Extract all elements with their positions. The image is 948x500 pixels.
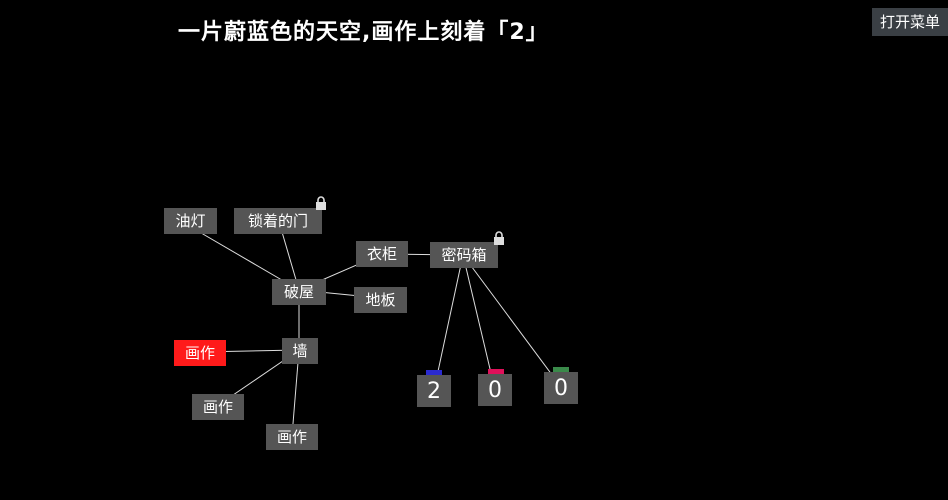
node-painting-selected[interactable]: 画作	[174, 340, 226, 366]
node-painting[interactable]: 画作	[266, 424, 318, 450]
lock-icon	[494, 231, 504, 245]
node-code-box[interactable]: 密码箱	[430, 242, 498, 268]
code-digit-2[interactable]: 0	[478, 374, 512, 406]
code-digit-3[interactable]: 0	[544, 372, 578, 404]
link-box-digit3	[462, 254, 562, 388]
node-locked-door[interactable]: 锁着的门	[234, 208, 322, 234]
page-title: 一片蔚蓝色的天空,画作上刻着「2」	[178, 20, 549, 45]
open-menu-button[interactable]: 打开菜单	[872, 8, 948, 36]
link-box-digit1	[433, 254, 464, 391]
node-ruined-house[interactable]: 破屋	[272, 279, 326, 305]
node-painting[interactable]: 画作	[192, 394, 244, 420]
link-wall-painting3	[291, 349, 300, 437]
lock-icon	[316, 196, 326, 210]
node-oil-lamp[interactable]: 油灯	[164, 208, 217, 234]
link-box-digit2	[462, 254, 496, 391]
node-wall[interactable]: 墙	[282, 338, 318, 364]
node-floor[interactable]: 地板	[354, 287, 407, 313]
code-digit-1[interactable]: 2	[417, 375, 451, 407]
node-wardrobe[interactable]: 衣柜	[356, 241, 408, 267]
